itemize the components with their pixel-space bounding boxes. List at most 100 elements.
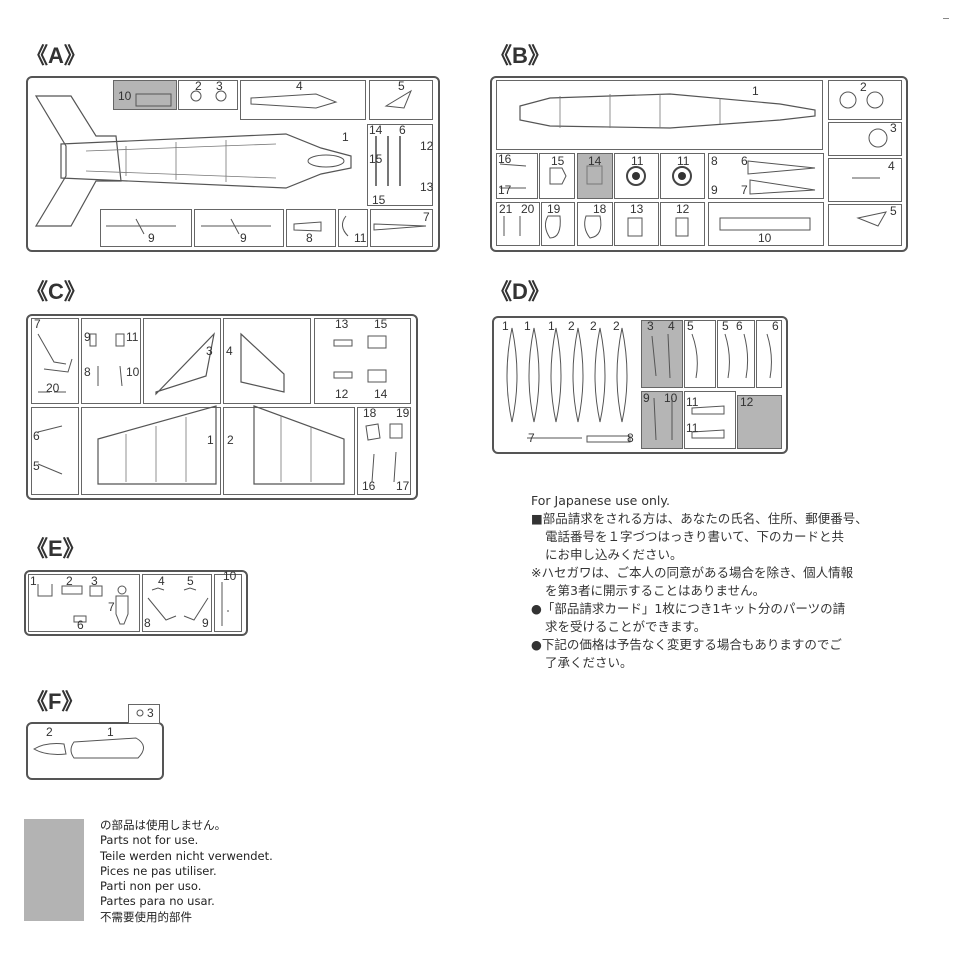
part-b16-17 <box>496 153 538 199</box>
part-number: 15 <box>551 154 565 168</box>
part-number: 13 <box>630 202 644 216</box>
part-number: 2 <box>860 80 867 94</box>
part-a8 <box>286 209 336 247</box>
part-number: 17 <box>396 479 410 493</box>
part-number: 19 <box>547 202 561 216</box>
part-number: 2 <box>66 574 73 588</box>
section-a-label: 《A》 <box>26 43 86 68</box>
part-number: 12 <box>740 395 754 409</box>
legend-line: Parti non per uso. <box>100 879 202 894</box>
section-f-label: 《F》 <box>26 689 84 714</box>
part-number: 8 <box>306 231 313 245</box>
part-number: 2 <box>568 319 575 333</box>
part-number: 16 <box>362 479 376 493</box>
part-number: 20 <box>521 202 535 216</box>
part-number: 14 <box>374 387 388 401</box>
d-parts-drawing <box>506 327 772 443</box>
part-number: 11 <box>631 154 644 168</box>
part-number: 14 <box>588 154 602 168</box>
part-e4-9 <box>142 574 212 632</box>
notice-line: ●下記の価格は予告なく変更する場合もありますのでご <box>531 637 842 652</box>
c-parts-drawing <box>37 332 403 485</box>
part-number: 14 <box>369 123 383 137</box>
part-number: 4 <box>296 79 303 93</box>
part-number: 16 <box>498 152 512 166</box>
part-a5 <box>369 80 433 120</box>
part-a2-3 <box>178 80 238 110</box>
notice-intro: For Japanese use only. <box>531 493 670 508</box>
part-number: 6 <box>33 429 40 443</box>
notice-line: ※ハセガワは、ご本人の同意がある場合を除き、個人情報 <box>531 565 854 580</box>
part-e10 <box>214 574 242 632</box>
part-number: 6 <box>77 618 84 632</box>
part-number: 9 <box>148 231 155 245</box>
part-number: 4 <box>888 159 895 173</box>
part-number: 3 <box>216 79 223 93</box>
part-number: 1 <box>342 130 349 144</box>
section-e-label: 《E》 <box>26 536 85 561</box>
section-c-label: 《C》 <box>26 279 86 304</box>
part-number: 2 <box>613 319 620 333</box>
japanese-notice: For Japanese use only. ■部品請求をされる方は、あなたの氏… <box>531 492 921 672</box>
part-c16-19 <box>357 407 411 495</box>
part-number: 12 <box>676 202 690 216</box>
part-b18 <box>577 202 613 246</box>
part-number: 10 <box>118 89 132 103</box>
part-number: 7 <box>34 317 41 331</box>
part-c2 <box>223 407 355 495</box>
part-c8-11 <box>81 318 141 404</box>
e-parts-drawing <box>37 582 229 626</box>
part-number: 12 <box>420 139 434 153</box>
legend-line: Partes para no usar. <box>100 894 215 909</box>
part-number: 9 <box>711 183 718 197</box>
part-number: 2 <box>227 433 234 447</box>
part-number: 10 <box>664 391 678 405</box>
part-number: 8 <box>711 154 718 168</box>
not-for-use-swatch <box>24 819 84 921</box>
part-number: 4 <box>668 319 675 333</box>
part-c1 <box>81 407 221 495</box>
part-number: 9 <box>84 330 91 344</box>
part-number: 5 <box>187 574 194 588</box>
notice-line: にお申し込みください。 <box>545 547 683 562</box>
part-a10 <box>113 80 177 110</box>
part-d6 <box>756 320 782 388</box>
part-number: 5 <box>398 79 405 93</box>
notice-line: ●「部品請求カード」1枚につき1キット分のパーツの請 <box>531 601 846 616</box>
part-c4 <box>223 318 311 404</box>
part-b4 <box>828 158 902 202</box>
part-number: 9 <box>240 231 247 245</box>
part-d5a <box>684 320 716 388</box>
b-parts-drawing <box>499 91 888 239</box>
part-number: 15 <box>369 152 383 166</box>
corner-mark <box>943 18 949 19</box>
part-number: 4 <box>158 574 165 588</box>
part-number: 20 <box>46 381 60 395</box>
notice-line: 求を受けることができます。 <box>545 619 707 634</box>
part-b8-6-9-7 <box>708 153 824 199</box>
part-number: 6 <box>736 319 743 333</box>
part-b5 <box>828 204 902 246</box>
part-number: 17 <box>498 183 512 197</box>
part-b12 <box>660 202 705 246</box>
part-b1 <box>496 80 823 150</box>
part-number: 19 <box>396 406 410 420</box>
part-number: 15 <box>372 193 386 207</box>
not-for-use-legend: の部品は使用しません。 Parts not for use. Teile wer… <box>100 818 273 925</box>
part-number: 8 <box>627 431 634 445</box>
legend-line: 不需要使用的部件 <box>100 909 192 924</box>
part-number: 10 <box>758 231 772 245</box>
part-number: 5 <box>722 319 729 333</box>
part-a4 <box>240 80 366 120</box>
part-c5-6 <box>31 407 79 495</box>
part-number: 4 <box>226 344 233 358</box>
part-number: 5 <box>687 319 694 333</box>
part-number: 8 <box>84 365 91 379</box>
part-d9-10 <box>641 391 683 449</box>
part-b10 <box>708 202 824 246</box>
part-number: 7 <box>423 210 430 224</box>
part-d12 <box>737 395 782 449</box>
part-number: 7 <box>528 431 535 445</box>
part-number: 11 <box>354 231 367 245</box>
part-number: 1 <box>30 574 37 588</box>
